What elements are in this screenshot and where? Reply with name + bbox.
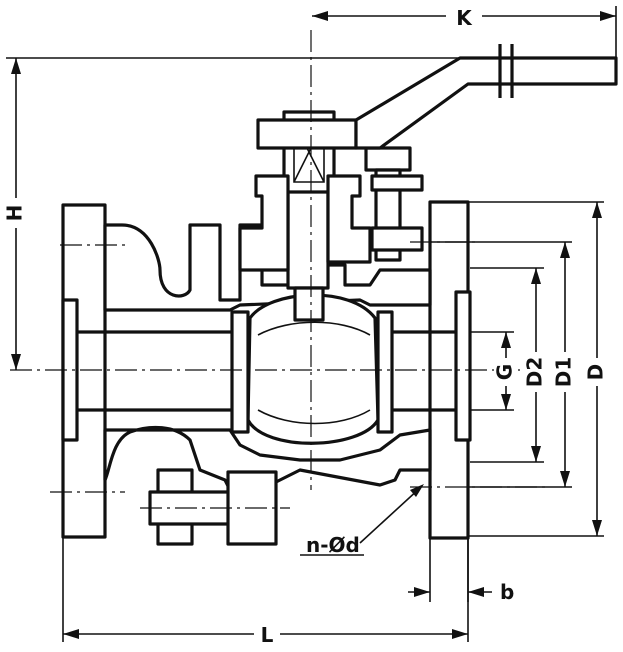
dim-k-label: K: [456, 6, 473, 30]
dimensions: K H G D2 D1: [3, 6, 617, 647]
dim-d-label: D: [584, 364, 608, 381]
dim-d1-arrow-bottom: [560, 471, 570, 487]
dim-nd-arrow: [410, 484, 424, 497]
dim-g-label: G: [493, 364, 517, 380]
dim-d-arrow-top: [592, 202, 602, 218]
dim-h-arrow-top: [11, 58, 21, 74]
dim-l-arrow-left: [63, 629, 79, 639]
dim-d1-label-bg: [553, 352, 577, 392]
left-seat: [230, 310, 250, 434]
dim-l-label: L: [261, 623, 274, 647]
dim-nd-label: n-Ød: [306, 533, 360, 557]
ball-bore-arc-bottom: [257, 409, 371, 425]
dim-l-label-bg: [254, 622, 280, 646]
dim-d2-label-bg: [524, 352, 548, 392]
bonnet-right: [326, 174, 372, 264]
stem-tip: [293, 286, 325, 322]
dim-d-label-bg: [585, 358, 609, 386]
dim-l-arrow-right: [452, 629, 468, 639]
upper-body: [103, 223, 432, 312]
dim-g-arrow-bottom: [501, 394, 511, 410]
dim-h-arrow-bottom: [11, 354, 21, 370]
lower-body: [103, 425, 432, 492]
dim-k-arrow-right: [600, 11, 616, 21]
dim-d1-arrow-top: [560, 242, 570, 258]
gland-washer-2: [370, 174, 424, 192]
right-seat: [376, 310, 394, 434]
dim-b-arrow-left: [414, 587, 430, 597]
gland-washer: [370, 226, 424, 252]
dim-d-arrow-bottom: [592, 520, 602, 536]
gland-nut: [364, 146, 412, 172]
bolt-nut: [226, 470, 278, 546]
dim-b-arrow-right: [468, 587, 484, 597]
dim-k-arrow-left: [312, 11, 328, 21]
right-flange-face: [454, 290, 472, 442]
dim-nd-leader: [359, 487, 421, 544]
dim-h-label: H: [3, 205, 27, 222]
dim-k-label-bg: [446, 6, 482, 28]
body-bolt: [148, 468, 278, 546]
dim-b-label: b: [500, 580, 514, 604]
dim-d1-label: D1: [552, 357, 576, 388]
dim-g-label-bg: [494, 358, 518, 386]
stem-assembly: [238, 110, 424, 322]
handle: [256, 44, 618, 150]
valve-body: [61, 200, 472, 540]
bonnet-left: [238, 174, 290, 272]
ball-bore-arc-top: [257, 321, 371, 336]
dim-g-arrow-top: [501, 332, 511, 348]
dim-h-label-bg: [4, 198, 28, 228]
handle-bar: [256, 118, 358, 150]
dim-d2-label: D2: [523, 357, 547, 388]
dim-d2-arrow-bottom: [531, 446, 541, 462]
dim-d2-arrow-top: [531, 268, 541, 284]
handle-arm: [354, 56, 618, 150]
